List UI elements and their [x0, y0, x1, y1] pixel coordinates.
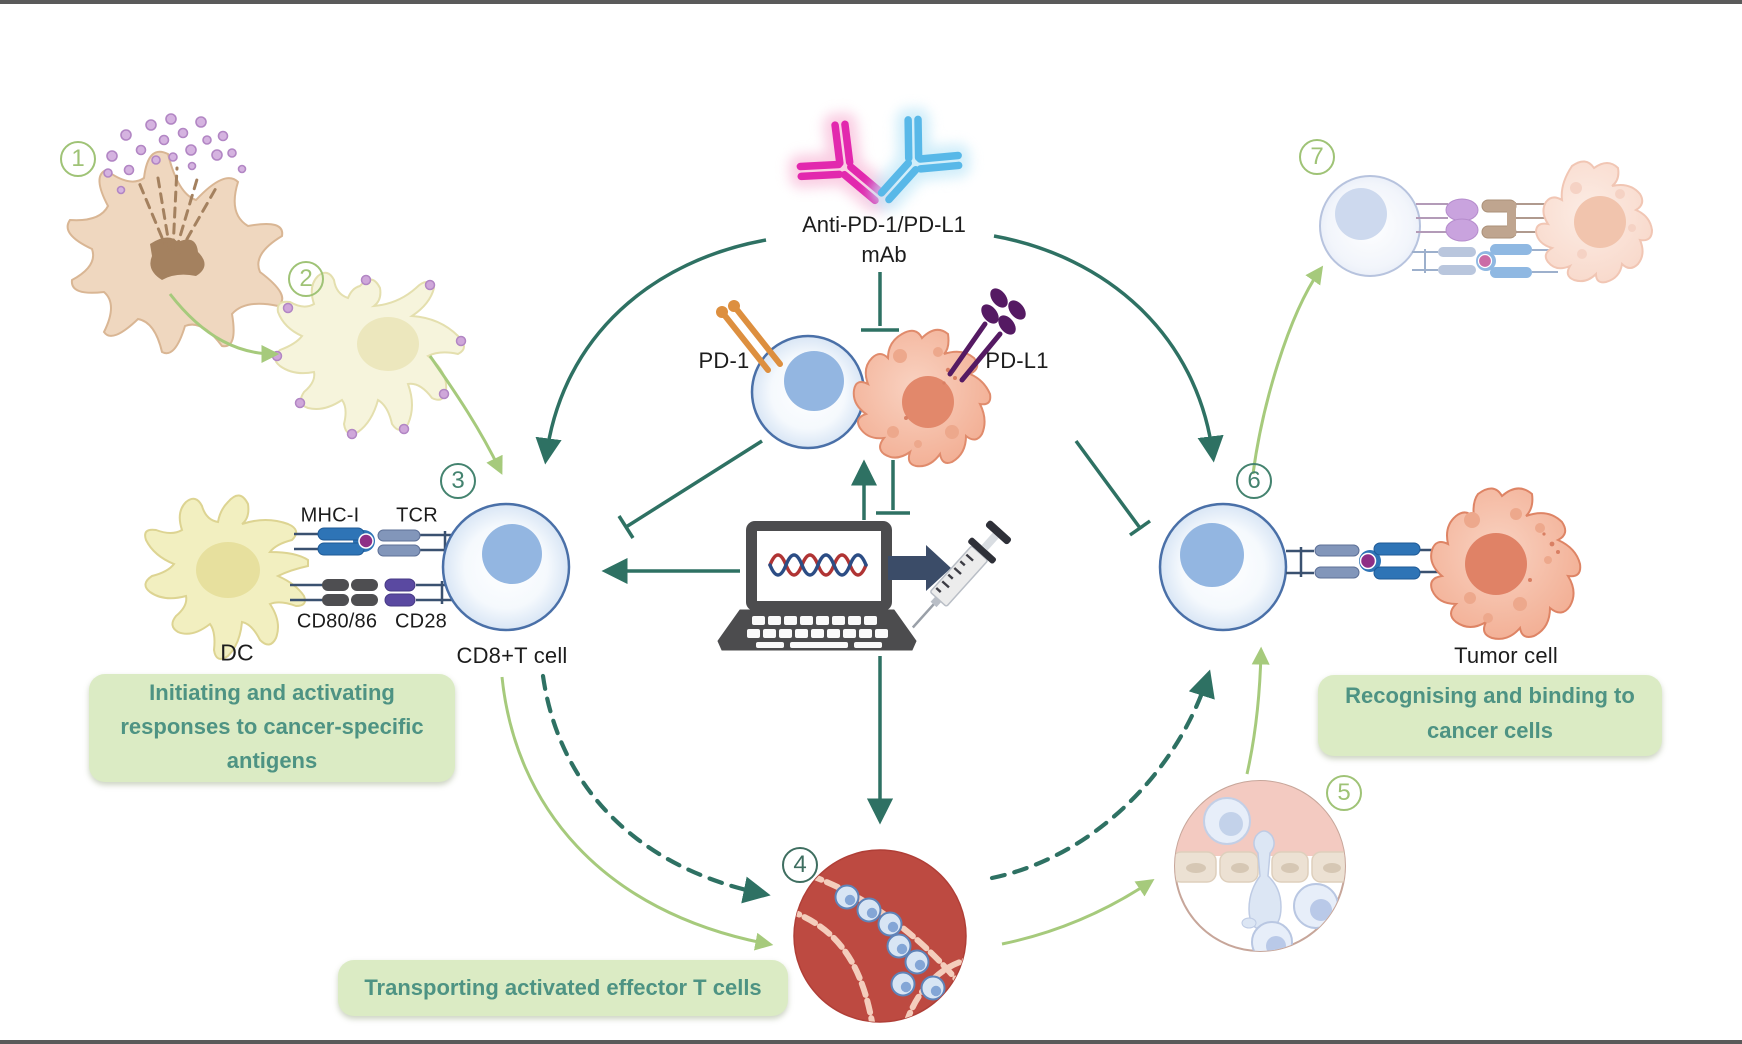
circulating-t-cells-icon — [834, 884, 946, 1001]
arrow-step1-to-step2 — [168, 293, 280, 363]
pdl1-tumor-cell-icon — [852, 288, 1026, 468]
antibody-pink-icon — [788, 112, 894, 213]
dendritic-cell-icon — [144, 494, 309, 660]
step-badge-6: 6 — [1236, 463, 1272, 499]
dashed-dark-arrows — [540, 669, 1215, 904]
pd1-tcell-icon — [716, 300, 866, 450]
dna-helix-icon — [768, 553, 868, 577]
diagram-artwork — [66, 107, 1654, 1023]
t-bar-inhibition-icon — [617, 515, 635, 539]
cd28-label: CD28 — [395, 610, 447, 633]
callout-recognising: Recognising and binding to cancer cells — [1318, 675, 1662, 756]
tcell-killing-tumor-icon — [1319, 160, 1654, 284]
antigen-peptide-icon — [358, 533, 374, 549]
pd1-label: PD-1 — [698, 348, 750, 373]
t-bar-inhibition-icon — [1128, 519, 1152, 537]
step-badge-2: 2 — [288, 261, 324, 297]
effector-t-cell-icon — [1158, 502, 1288, 632]
light-green-arrows — [168, 265, 1324, 951]
dendritic-cell-antigen-icon — [271, 271, 467, 440]
arrow-step2-to-step3 — [428, 355, 503, 475]
cd8-t-cell-label: CD8+T cell — [456, 643, 568, 668]
cd8-t-cell-icon — [441, 502, 571, 632]
blood-vessel-icon — [793, 849, 967, 1023]
step-badge-4: 4 — [782, 847, 818, 883]
arrow-vessel-to-step5 — [1001, 879, 1155, 946]
callout-recognising-line2: cancer cells — [1427, 718, 1553, 743]
arrow-cd8-to-vessel — [500, 676, 774, 951]
pdl1-label: PD-L1 — [985, 348, 1049, 373]
pd1-receptor-icon — [719, 303, 783, 373]
tcr-label: TCR — [396, 504, 438, 527]
pdl1-ligand-icon — [947, 288, 1026, 383]
dying-cancer-cell-icon — [66, 113, 284, 355]
step-badge-1: 1 — [60, 141, 96, 177]
complex-inhibits-step6-line — [1074, 439, 1142, 530]
step-badge-5: 5 — [1326, 775, 1362, 811]
cd8086-label: CD80/86 — [296, 610, 378, 633]
callout-initiating: Initiating and activating responses to c… — [89, 674, 455, 782]
step-badge-7: 7 — [1299, 139, 1335, 175]
callout-initiating-line2: responses to cancer-specific — [120, 714, 424, 739]
arrow-step5-to-step6 — [1245, 646, 1270, 775]
callout-transporting-line1: Transporting activated effector T cells — [364, 975, 762, 1000]
anti-pd-line2: mAb — [861, 242, 907, 267]
dashed-arrow-vessel-to-step6 — [989, 669, 1215, 881]
antigen-peptide-icon — [1359, 552, 1377, 570]
right-arrow-icon — [888, 545, 951, 591]
dashed-arrow-cd8-to-vessel — [540, 673, 771, 904]
antibody-blue-icon — [869, 107, 971, 212]
anti-pd-line1: Anti-PD-1/PD-L1 — [802, 212, 966, 237]
mhc1-tcr-synapse-icon — [294, 527, 462, 557]
step-badge-3: 3 — [440, 463, 476, 499]
tcr-mhc-binding-icon — [1286, 542, 1444, 580]
tumor-cell-icon — [1430, 487, 1582, 640]
extravasation-icon — [1174, 780, 1346, 952]
syringe-icon — [911, 520, 1012, 629]
cd80-cd28-costimulation-icon — [290, 578, 460, 607]
arc-mab-to-step3 — [535, 238, 767, 465]
anti-pd-mab-label: Anti-PD-1/PD-L1 mAb — [802, 210, 966, 270]
arc-mab-to-step6 — [993, 234, 1224, 463]
callout-initiating-line1: Initiating and activating — [149, 680, 395, 705]
tumor-cell-label: Tumor cell — [1454, 643, 1558, 668]
dc-label: DC — [220, 639, 254, 666]
antigen-particles-icon — [103, 113, 247, 195]
complex-inhibits-cd8-line — [625, 439, 763, 529]
dark-green-arrows — [535, 234, 1224, 825]
arrow-step6-to-step7 — [1251, 265, 1324, 475]
callout-recognising-line1: Recognising and binding to — [1345, 683, 1635, 708]
callout-initiating-line3: antigens — [226, 748, 318, 773]
callout-transporting: Transporting activated effector T cells — [338, 960, 788, 1016]
mhc1-label: MHC-I — [300, 504, 360, 527]
laptop-icon — [717, 521, 917, 651]
